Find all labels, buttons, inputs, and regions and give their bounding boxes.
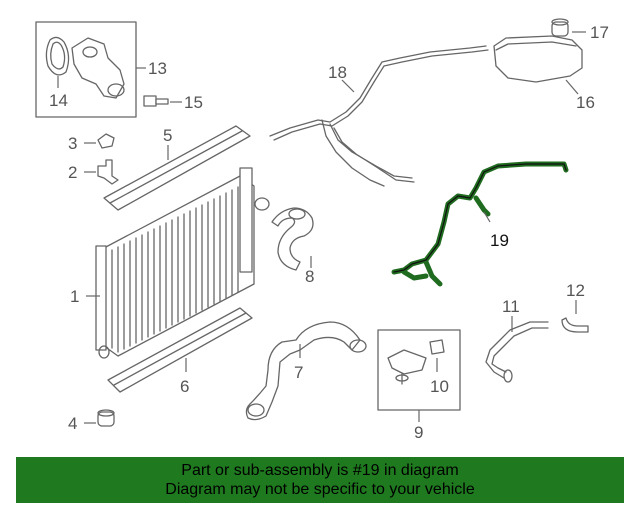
part-8-hose-end [288,208,306,220]
part-15-bolt-shank [155,98,169,105]
callout-4[interactable]: 4 [68,414,77,433]
part-11-hose-outer [485,321,549,379]
part-1-right-tank [239,167,253,273]
callout-5[interactable]: 5 [163,126,172,145]
part-5-upper-seal[interactable] [103,125,251,211]
part-19-hose-lower-loop [401,269,429,281]
part-13-thermostat-group[interactable] [35,21,146,118]
part-16-reservoir[interactable] [493,35,583,95]
part-8-hose-body [271,207,314,271]
callout-11[interactable]: 11 [502,297,520,316]
part-15-bolt[interactable] [143,95,182,107]
part-13-thermostat-housing [71,37,125,99]
part-8-upper-hose[interactable] [271,207,314,271]
part-14-gasket [45,36,70,76]
part-13-box [35,21,137,118]
part-6-lower-seal[interactable] [107,307,253,393]
part-13-housing-outlet [107,83,125,97]
callout-17[interactable]: 17 [590,23,609,42]
part-17-cap[interactable] [551,18,586,37]
callout-16[interactable]: 16 [576,93,595,112]
part-18-tube-branch-edge [333,127,415,183]
part-7-lower-hose[interactable] [245,321,367,421]
callout-6[interactable]: 6 [180,377,189,396]
part-1-radiator-fins [111,186,239,353]
part-2-bracket-shape [97,159,119,185]
callout-9[interactable]: 9 [414,423,423,442]
part-18-tube-branch2 [321,119,385,187]
callout-7[interactable]: 7 [294,363,303,382]
leader-19 [483,211,491,223]
part-17-cap-top [551,18,569,26]
part-7-hose-body [245,321,361,421]
part-12-small-hose[interactable] [561,300,589,333]
banner-line-2: Diagram may not be specific to your vehi… [165,481,475,498]
part-14-gasket-inner [50,41,66,70]
part-11-hose-end [503,369,513,383]
callout-13[interactable]: 13 [148,59,167,78]
part-5-seal-edge [109,130,243,204]
callout-3[interactable]: 3 [68,134,77,153]
part-19-hose-highlighted[interactable] [391,161,569,287]
part-12-hose-body [561,317,589,333]
part-17-cap-body [551,21,569,37]
part-18-tubes[interactable] [269,45,489,187]
part-16-reservoir-body [493,35,583,83]
leader-16 [565,79,579,95]
leader-18 [341,79,355,93]
part-13-housing-port [82,46,98,58]
part-4-insulator-body [97,411,115,427]
callout-14[interactable]: 14 [49,91,68,110]
part-1-radiator[interactable] [86,167,270,359]
part-11-hose[interactable] [485,316,549,383]
part-4-insulator[interactable] [84,409,115,427]
part-16-reservoir-seam [495,41,577,51]
part-7-hose-end-lower [247,403,265,417]
part-15-bolt-head [143,95,157,107]
part-9-valve-body [387,349,427,375]
part-10-connector [429,339,445,355]
part-info-banner: Part or sub-assembly is #19 in diagram D… [16,457,624,503]
part-19-hose-branch [473,195,491,217]
callout-10[interactable]: 10 [430,377,449,396]
part-7-hose-end-upper [349,339,367,353]
callout-19[interactable]: 19 [490,231,509,250]
part-3-clip[interactable] [84,133,115,149]
part-2-bracket[interactable] [84,159,119,185]
part-6-seal-edge [113,312,247,386]
part-18-tube-branch [329,123,413,179]
part-1-left-tank [95,245,107,351]
callout-18[interactable]: 18 [328,63,347,82]
part-1-lower-mount [98,345,110,359]
banner-line-1: Part or sub-assembly is #19 in diagram [181,462,459,479]
callout-2[interactable]: 2 [68,163,77,182]
part-4-insulator-top [97,409,115,417]
callout-8[interactable]: 8 [305,267,314,286]
part-9-valve-group[interactable] [377,329,461,422]
part-18-tube-main-edge [273,49,489,141]
part-19-hose-outline [393,163,567,273]
part-18-tube-main [269,45,487,137]
callout-1[interactable]: 1 [70,287,79,306]
callout-15[interactable]: 15 [184,93,203,112]
part-1-upper-inlet [254,197,270,211]
part-19-hose-lower-branch [423,259,443,287]
part-11-hose-inner [491,327,549,373]
callout-12[interactable]: 12 [566,281,585,300]
part-3-clip-shape [97,133,115,149]
